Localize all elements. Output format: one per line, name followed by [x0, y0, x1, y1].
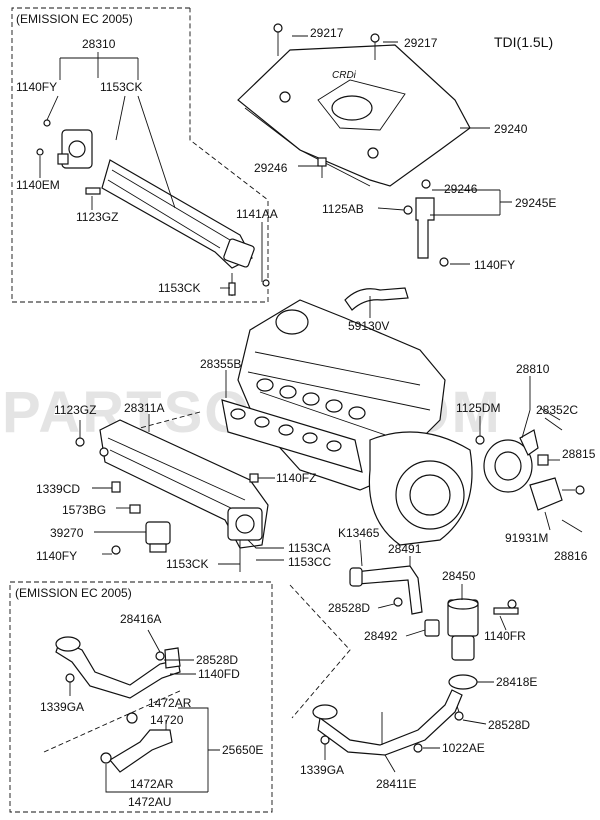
part-label-1153ck-a: 1153CK [100, 80, 142, 94]
hose-59130v [344, 287, 409, 318]
part-label-k13465: K13465 [338, 526, 380, 540]
egr-valve-28450 [447, 598, 519, 661]
part-label-28492: 28492 [364, 629, 398, 643]
part-label-28491: 28491 [388, 542, 422, 556]
part-label-1339ga-b: 1339GA [300, 763, 344, 777]
part-label-1153ca: 1153CA [288, 541, 330, 555]
part-label-28352c: 28352C [536, 403, 578, 417]
part-label-28418e: 28418E [496, 675, 537, 689]
lower-inset-title: (EMISSION EC 2005) [15, 586, 132, 600]
egr-pipe-28411e [312, 689, 463, 756]
upper-inset-title: (EMISSION EC 2005) [16, 12, 133, 26]
gasket-28492 [424, 619, 440, 637]
gasket-28418e [448, 674, 478, 690]
throttle-body-upper [57, 129, 93, 169]
part-label-1140fr: 1140FR [484, 629, 526, 643]
part-label-39270: 39270 [50, 526, 84, 540]
lower-emission-inset: (EMISSION EC 2005) [9, 581, 273, 813]
part-label-1472au: 1472AU [128, 795, 171, 809]
upper-emission-inset: (EMISSION EC 2005) [11, 7, 270, 303]
part-label-28815: 28815 [562, 447, 596, 461]
part-label-28450: 28450 [442, 569, 476, 583]
part-label-29217-a: 29217 [310, 26, 344, 40]
part-label-28528d-b: 28528D [196, 653, 238, 667]
part-label-29246-a: 29246 [254, 161, 288, 175]
part-label-1140fz: 1140FZ [276, 471, 316, 485]
vacuum-pump-28810 [483, 407, 561, 493]
sensor-39270 [145, 521, 171, 553]
part-label-28810: 28810 [516, 362, 550, 376]
part-label-1339ga-a: 1339GA [40, 700, 84, 714]
part-label-28355b: 28355B [200, 357, 241, 371]
part-label-1140fy-a: 1140FY [16, 80, 57, 94]
part-label-1472ar-a: 1472AR [148, 696, 192, 710]
part-label-1022ae: 1022AE [442, 741, 485, 755]
part-label-1123gz-a: 1123GZ [76, 210, 118, 224]
gasket-28355b [221, 399, 363, 473]
bolts-upper [36, 119, 270, 296]
part-label-29240: 29240 [494, 122, 528, 136]
part-label-1140fy-b: 1140FY [474, 258, 515, 272]
part-label-91931m: 91931M [505, 531, 548, 545]
part-label-1472ar-b: 1472AR [130, 777, 174, 791]
intake-pipe-upper [101, 159, 255, 269]
part-label-1153ck-c: 1153CK [166, 557, 208, 571]
plug-1339cd [111, 481, 121, 493]
part-label-28310: 28310 [82, 37, 116, 51]
part-label-29246-b: 29246 [444, 182, 478, 196]
part-label-1140fy-c: 1140FY [36, 549, 77, 563]
part-label-28411e: 28411E [376, 777, 416, 791]
seal-1573bg [129, 504, 141, 514]
part-label-29217-b: 29217 [404, 36, 438, 50]
part-label-14720: 14720 [150, 713, 184, 727]
part-label-28528d-c: 28528D [488, 718, 530, 732]
engine-cover: CRDi [237, 44, 471, 187]
part-label-1339cd: 1339CD [36, 482, 80, 496]
egr-pipe-28491 [349, 565, 423, 615]
intake-manifold-28311a [99, 419, 269, 549]
cover-bolts [273, 23, 380, 178]
part-label-1123gz-b: 1123GZ [54, 403, 96, 417]
part-label-1125ab: 1125AB [322, 202, 364, 216]
part-label-28528d-a: 28528D [328, 601, 370, 615]
part-label-28311a: 28311A [124, 401, 164, 415]
part-label-1141aa: 1141AA [236, 207, 278, 221]
model-label: TDI(1.5L) [494, 34, 553, 50]
part-label-1140fd: 1140FD [198, 667, 240, 681]
part-label-1573bg: 1573BG [62, 503, 106, 517]
part-labels: 28310 1140FY 1153CK 1140EM 1123GZ 1141AA… [16, 26, 596, 809]
bracket-28816 [529, 477, 583, 533]
part-label-59130v: 59130V [348, 319, 389, 333]
part-label-1153ck-b: 1153CK [158, 281, 200, 295]
part-label-29245e: 29245E [515, 196, 556, 210]
part-label-28416a: 28416A [120, 612, 161, 626]
cover-emblem: CRDi [332, 70, 357, 81]
part-label-1125dm: 1125DM [456, 401, 500, 415]
part-label-28816: 28816 [554, 549, 588, 563]
exhaust-ports [256, 378, 366, 420]
part-label-1153cc: 1153CC [288, 555, 331, 569]
part-label-1140em: 1140EM [16, 178, 60, 192]
cover-bracket [403, 179, 449, 267]
part-label-25650e: 25650E [222, 743, 263, 757]
